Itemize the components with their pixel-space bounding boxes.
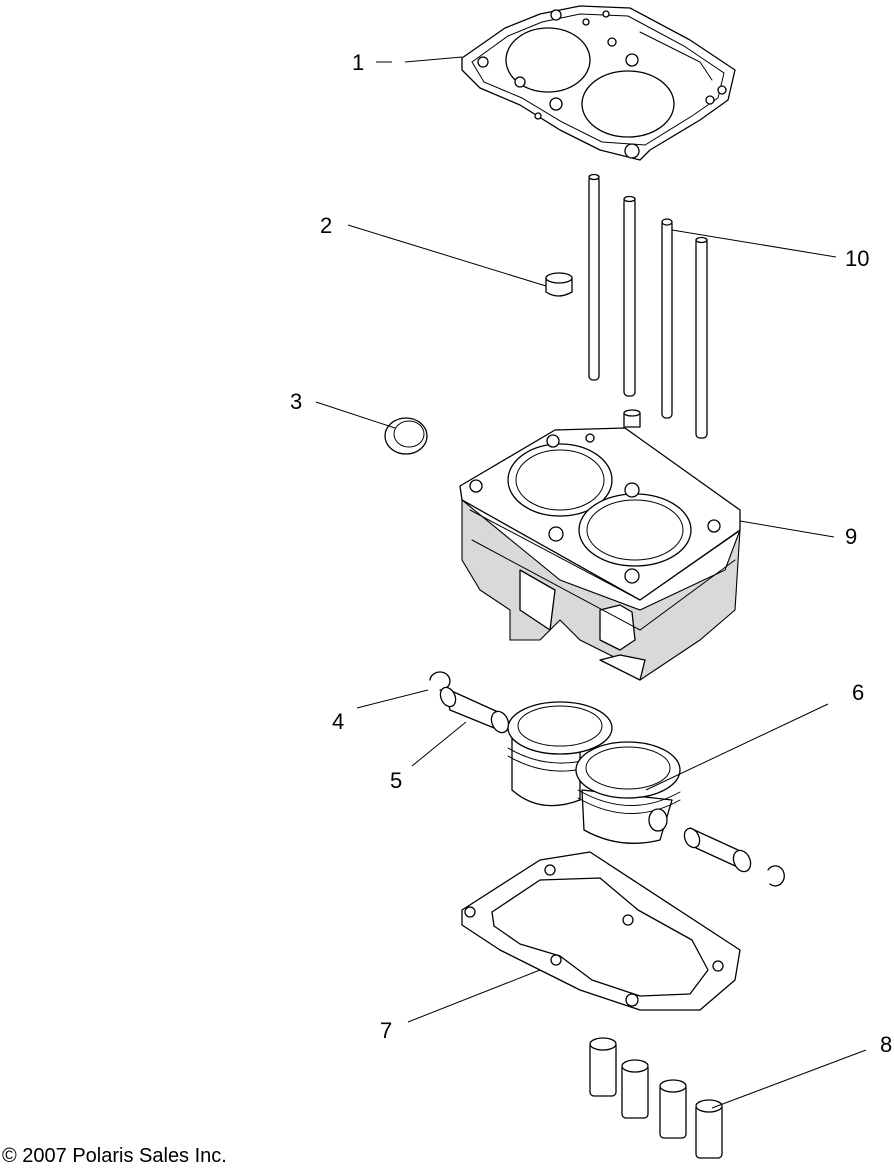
- callout-9: 9: [845, 524, 857, 549]
- cylinder-block: [459, 427, 741, 681]
- base-gasket: [461, 851, 741, 1011]
- cylinder-studs: [588, 173, 708, 439]
- piston-pin-clips: [429, 671, 785, 887]
- copyright-notice: © 2007 Polaris Sales Inc.: [2, 1145, 227, 1167]
- dowel-pin: [545, 272, 641, 428]
- callout-3: 3: [290, 389, 302, 414]
- head-gasket-top: [461, 5, 736, 161]
- plug: [384, 417, 428, 455]
- leader-lines: [315, 56, 867, 1109]
- callout-1: 1: [352, 50, 364, 75]
- piston-pins: [439, 686, 752, 873]
- pistons: [507, 701, 681, 844]
- callout-6: 6: [852, 680, 864, 705]
- callout-labels: 1 2 3 4 5 6 7 8 9 10: [290, 50, 892, 1057]
- callout-7: 7: [380, 1018, 392, 1043]
- callout-8: 8: [880, 1032, 892, 1057]
- callout-4: 4: [332, 709, 344, 734]
- callout-10: 10: [845, 246, 869, 271]
- callout-2: 2: [320, 213, 332, 238]
- callout-5: 5: [390, 768, 402, 793]
- dowel-sleeves: [589, 1037, 723, 1159]
